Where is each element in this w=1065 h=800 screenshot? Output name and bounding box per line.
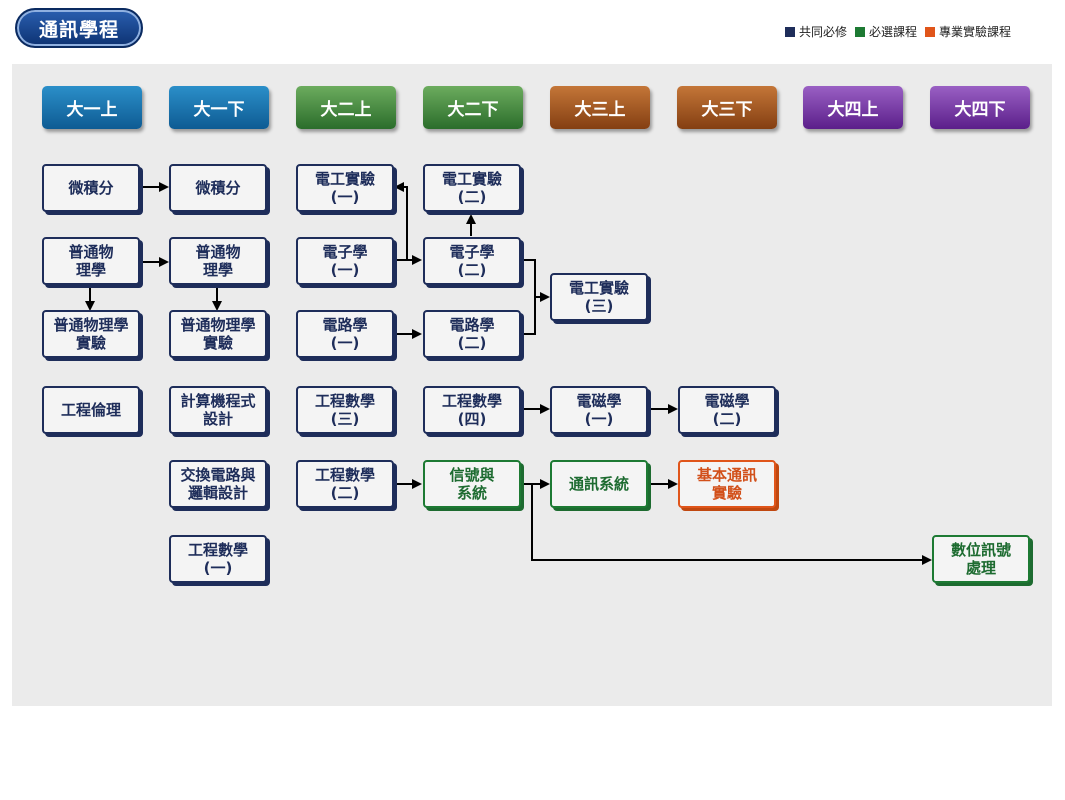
- course-physics-lab-2[interactable]: 普通物理學 實驗: [169, 310, 267, 358]
- legend-label-elective: 必選課程: [868, 25, 917, 39]
- course-calc-2[interactable]: 微積分: [169, 164, 267, 212]
- legend-swatch-lab: [924, 26, 935, 37]
- legend-label-required: 共同必修: [798, 25, 847, 39]
- course-ee-lab-2[interactable]: 電工實驗 (二): [423, 164, 521, 212]
- semester-4-1: 大四上: [803, 86, 903, 129]
- legend-item-elective: 必選課程: [854, 23, 917, 40]
- course-electronics-1[interactable]: 電子學 (一): [296, 237, 394, 285]
- diagram-panel: [12, 64, 1052, 706]
- semester-4-2: 大四下: [930, 86, 1030, 129]
- legend-item-required: 共同必修: [784, 23, 847, 40]
- semester-3-1: 大三上: [550, 86, 650, 129]
- course-electromagnetics-2[interactable]: 電磁學 (二): [678, 386, 776, 434]
- course-circuits-1[interactable]: 電路學 (一): [296, 310, 394, 358]
- legend-swatch-required: [784, 26, 795, 37]
- semester-2-1: 大二上: [296, 86, 396, 129]
- course-electronics-2[interactable]: 電子學 (二): [423, 237, 521, 285]
- course-basic-communication-lab[interactable]: 基本通訊 實驗: [678, 460, 776, 508]
- course-calc-1[interactable]: 微積分: [42, 164, 140, 212]
- course-communication-systems[interactable]: 通訊系統: [550, 460, 648, 508]
- course-physics-1[interactable]: 普通物 理學: [42, 237, 140, 285]
- course-programming[interactable]: 計算機程式 設計: [169, 386, 267, 434]
- course-eng-math-3[interactable]: 工程數學 (三): [296, 386, 394, 434]
- semester-1-2: 大一下: [169, 86, 269, 129]
- legend-swatch-elective: [854, 26, 865, 37]
- semester-2-2: 大二下: [423, 86, 523, 129]
- course-ee-lab-1[interactable]: 電工實驗 (一): [296, 164, 394, 212]
- course-eng-math-4[interactable]: 工程數學 (四): [423, 386, 521, 434]
- course-engineering-ethics[interactable]: 工程倫理: [42, 386, 140, 434]
- course-ee-lab-3[interactable]: 電工實驗 (三): [550, 273, 648, 321]
- course-circuits-2[interactable]: 電路學 (二): [423, 310, 521, 358]
- legend-item-lab: 專業實驗課程: [924, 23, 1011, 40]
- semester-3-2: 大三下: [677, 86, 777, 129]
- course-signals-systems[interactable]: 信號與 系統: [423, 460, 521, 508]
- course-switching-logic[interactable]: 交換電路與 邏輯設計: [169, 460, 267, 508]
- page-title: 通訊學程: [15, 8, 143, 48]
- course-eng-math-2[interactable]: 工程數學 (二): [296, 460, 394, 508]
- legend-label-lab: 專業實驗課程: [938, 25, 1011, 39]
- course-digital-signal-processing[interactable]: 數位訊號 處理: [932, 535, 1030, 583]
- course-eng-math-1[interactable]: 工程數學 (一): [169, 535, 267, 583]
- semester-1-1: 大一上: [42, 86, 142, 129]
- course-physics-lab-1[interactable]: 普通物理學 實驗: [42, 310, 140, 358]
- legend: 共同必修 必選課程 專業實驗課程: [784, 23, 1011, 40]
- course-physics-2[interactable]: 普通物 理學: [169, 237, 267, 285]
- course-electromagnetics-1[interactable]: 電磁學 (一): [550, 386, 648, 434]
